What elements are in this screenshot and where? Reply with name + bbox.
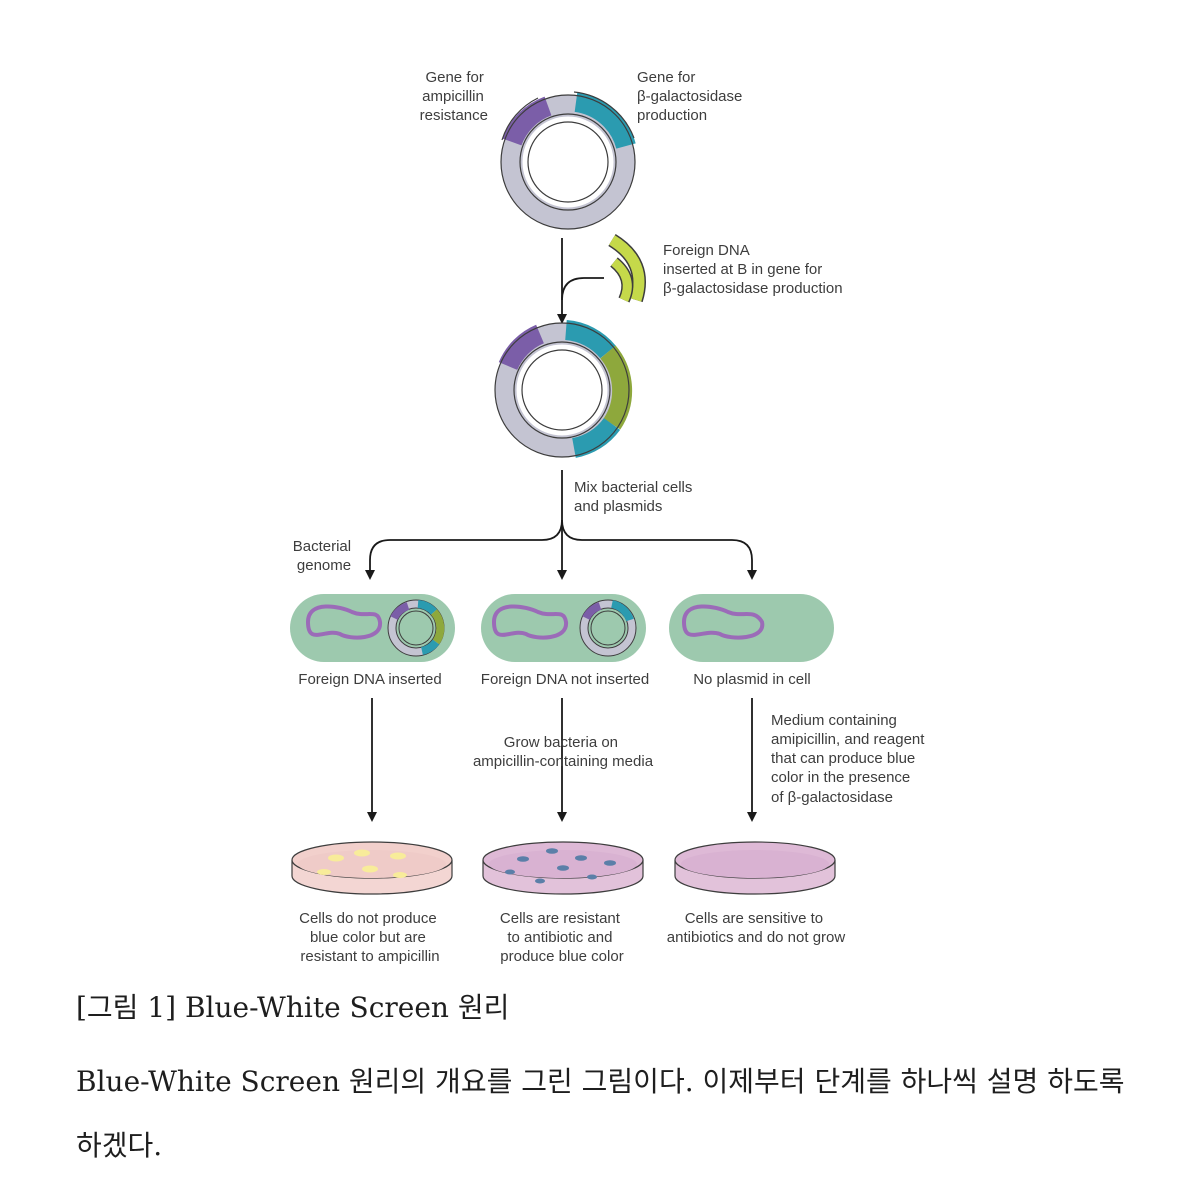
foreign-dna-label: Foreign DNA inserted at B in gene for β-…: [663, 242, 843, 297]
petri-dish-white-colonies: [291, 841, 453, 895]
colony: [354, 849, 370, 857]
bacterial-genome: [305, 604, 382, 640]
result-label-white: Cells do not produce blue color but are …: [299, 910, 441, 965]
colony: [604, 860, 616, 866]
plasmid-recombinant: [494, 320, 633, 458]
colony: [557, 865, 569, 871]
colony: [575, 855, 587, 861]
cell-label-inserted: Foreign DNA inserted: [298, 671, 441, 688]
bacterial-genome: [491, 604, 568, 640]
result-label-blue: Cells are resistant to antibiotic and pr…: [500, 910, 624, 965]
colony: [317, 869, 331, 875]
colony: [362, 865, 378, 873]
cell-label-no-plasmid: No plasmid in cell: [693, 671, 811, 688]
branch-left: [365, 519, 563, 580]
result-label-no-growth: Cells are sensitive to antibiotics and d…: [667, 910, 846, 946]
colony: [390, 852, 406, 860]
colony: [546, 848, 558, 854]
cell-plasmid-recombinant: [387, 599, 445, 657]
branch-right: [561, 519, 757, 580]
colony: [587, 874, 597, 880]
arrow-insert-junction: [561, 277, 604, 301]
medium-label: Medium containing amipicillin, and reage…: [771, 712, 929, 806]
body-paragraph: Blue-White Screen 원리의 개요를 그린 그림이다. 이제부터 …: [76, 1065, 1125, 1162]
cell-no-plasmid: [669, 594, 834, 662]
lacz-gene-label: Gene for β-galactosidase production: [637, 69, 747, 124]
foreign-dna-fragment: [608, 234, 646, 303]
cell-plasmid-original: [579, 599, 637, 657]
bacterial-genome-label: Bacterial genome: [293, 538, 356, 574]
lacz-gene-bracket: [573, 91, 635, 139]
blue-white-screen-diagram: Gene for ampicillin resistance Gene for …: [290, 69, 929, 965]
grow-label: Grow bacteria on ampicillin-containing m…: [473, 734, 654, 770]
bacterial-genome: [681, 604, 765, 640]
petri-dish-no-growth: [674, 841, 836, 895]
insert-segment: [600, 345, 633, 430]
colony: [505, 869, 515, 875]
amp-gene-segment: [502, 96, 552, 146]
petri-dish-blue-colonies: [482, 841, 644, 895]
cell-foreign-dna-inserted: [290, 594, 455, 662]
lacz-gene-segment: [574, 92, 636, 150]
colony: [535, 878, 545, 884]
mix-label: Mix bacterial cells and plasmids: [574, 479, 697, 515]
amp-gene-bracket: [501, 97, 539, 141]
amp-gene-label: Gene for ampicillin resistance: [420, 69, 488, 124]
cell-foreign-dna-not-inserted: [481, 594, 646, 662]
colony: [393, 872, 407, 878]
colony: [328, 854, 344, 862]
figure-caption: [그림 1] Blue-White Screen 원리: [76, 991, 510, 1024]
colony: [517, 856, 529, 862]
cell-label-not-inserted: Foreign DNA not inserted: [481, 671, 649, 688]
plasmid-original: [500, 91, 636, 230]
